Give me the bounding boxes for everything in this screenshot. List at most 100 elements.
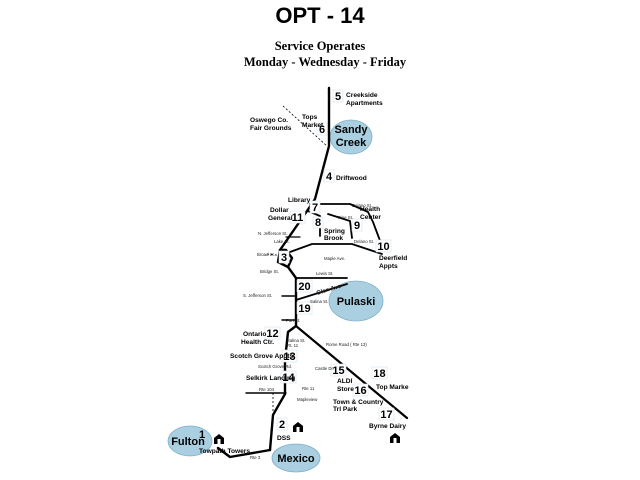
label-town-country-1: Town & Country	[333, 399, 384, 406]
street-salina: Salina St.	[310, 299, 328, 304]
town-sandy-creek-line2: Creek	[336, 137, 367, 149]
stop-18[interactable]: 18	[371, 366, 388, 380]
label-ontario-health-2: Health Ctr.	[241, 339, 274, 346]
stop-3[interactable]: 3	[278, 250, 290, 264]
street-mapleview: Mapleview	[297, 397, 318, 402]
svg-text:3: 3	[281, 252, 287, 264]
label-towpath: Towpath Towers	[199, 448, 250, 455]
street-maple-ave: Maple Ave.	[324, 256, 345, 261]
svg-text:18: 18	[373, 368, 385, 380]
road-delano	[309, 203, 383, 247]
pulaski-circle	[328, 280, 384, 322]
stop-15[interactable]: 15	[330, 363, 347, 377]
svg-text:19: 19	[298, 303, 310, 315]
label-oswego-2: Fair Grounds	[250, 125, 292, 132]
label-dss: DSS	[277, 435, 291, 442]
town-sandy-creek-line1: Sandy	[334, 124, 368, 136]
road-pine	[327, 213, 353, 239]
service-heading: Service Operates	[275, 39, 366, 53]
mexico-circle	[271, 443, 321, 473]
route-line-south	[268, 265, 298, 452]
street-rte3: Rte 3	[250, 455, 261, 460]
stop-11[interactable]: 11	[289, 210, 306, 224]
label-scotch-grove: Scotch Grove Appts.	[230, 353, 295, 360]
svg-text:4: 4	[326, 171, 333, 183]
street-bridge: Bridge St.	[260, 269, 279, 274]
stop-16[interactable]: 16	[352, 383, 369, 397]
svg-text:6: 6	[319, 124, 325, 136]
stop-2[interactable]: 2	[276, 417, 288, 431]
svg-text:1: 1	[199, 429, 205, 441]
service-days: Monday - Wednesday - Friday	[244, 55, 407, 69]
svg-text:2: 2	[279, 419, 285, 431]
label-tops-1: Tops	[302, 114, 318, 121]
svg-text:11: 11	[292, 212, 304, 224]
stop-10[interactable]: 10	[375, 239, 392, 253]
stop-17[interactable]: 17	[378, 407, 395, 421]
label-oswego-1: Oswego Co.	[250, 117, 288, 124]
street-scotch-grove-rd: Scotch Grove Rd.	[258, 364, 292, 369]
street-n-jefferson: N. Jefferson St.	[258, 231, 288, 236]
svg-text:14: 14	[282, 372, 295, 384]
route-title: OPT - 14	[275, 3, 365, 28]
road-maple	[289, 243, 383, 255]
stop-20[interactable]: 20	[296, 279, 313, 293]
label-spring-brook-2: Brook	[324, 235, 343, 242]
stop-1[interactable]: 1	[199, 429, 205, 441]
stop-5[interactable]: 5	[332, 89, 344, 103]
svg-text:15: 15	[332, 365, 344, 377]
label-tops-2: Market	[302, 122, 324, 129]
label-deerfield-1: Deerfield	[379, 255, 407, 262]
svg-text:20: 20	[298, 281, 310, 293]
street-pine: Pine St.	[338, 215, 353, 220]
label-aldi-1: ALDI	[337, 378, 353, 385]
svg-text:8: 8	[315, 217, 321, 229]
svg-text:7: 7	[312, 202, 318, 214]
route-line-fulton	[216, 446, 272, 459]
label-health-center-1: Health	[360, 206, 380, 213]
street-rome-road: Rome Road ( Rte 13)	[326, 342, 367, 347]
dashed-road-fairgrounds	[282, 105, 328, 147]
street-port: Port St.	[286, 318, 300, 323]
street-lewis: Lewis St.	[316, 271, 333, 276]
route-line-north	[278, 91, 331, 252]
label-dollar-general-1: Dollar	[270, 207, 289, 214]
stop-9[interactable]: 9	[351, 218, 363, 232]
street-rte104: Rte 104	[259, 387, 275, 392]
street-s-jefferson: S. Jefferson St.	[243, 293, 272, 298]
stop-19[interactable]: 19	[296, 301, 313, 315]
svg-text:10: 10	[377, 241, 389, 253]
svg-text:17: 17	[380, 409, 392, 421]
label-spring-brook-1: Spring	[324, 228, 345, 235]
road-glen-ave	[295, 283, 348, 301]
label-aldi-2: Store	[337, 386, 354, 393]
stop-6[interactable]: 6	[316, 122, 328, 136]
street-salina-rt11-1: Salina St.	[287, 338, 305, 343]
building-icon-byrne-dairy	[390, 433, 400, 443]
dashed-road-broad	[266, 253, 286, 257]
stop-8[interactable]: 8	[312, 216, 324, 229]
building-icon-fulton	[214, 434, 224, 444]
street-delano: Delano St.	[352, 203, 372, 208]
label-creekside-1: Creekside	[346, 92, 378, 99]
town-fulton: Fulton	[171, 436, 205, 448]
svg-text:9: 9	[354, 220, 360, 232]
label-dollar-general-2: General	[268, 215, 293, 222]
label-town-country-2: Trl Park	[333, 406, 358, 413]
stop-7[interactable]: 7	[309, 200, 321, 214]
stop-4[interactable]: 4	[323, 169, 335, 183]
town-mexico: Mexico	[277, 453, 315, 465]
road-rome	[294, 324, 409, 420]
street-broad: Broad St.	[257, 252, 275, 257]
label-byrne-dairy: Byrne Dairy	[369, 423, 406, 430]
building-icon-dss	[293, 422, 303, 432]
label-selkirk: Selkirk Landing	[246, 375, 295, 382]
svg-text:13: 13	[283, 351, 295, 363]
label-deerfield-2: Appts	[379, 263, 398, 270]
street-rt11: Rte 11	[302, 386, 315, 391]
stop-14[interactable]: 14	[280, 370, 297, 384]
stop-13[interactable]: 13	[281, 349, 298, 363]
svg-text:12: 12	[266, 328, 278, 340]
stop-12[interactable]: 12	[264, 326, 281, 340]
